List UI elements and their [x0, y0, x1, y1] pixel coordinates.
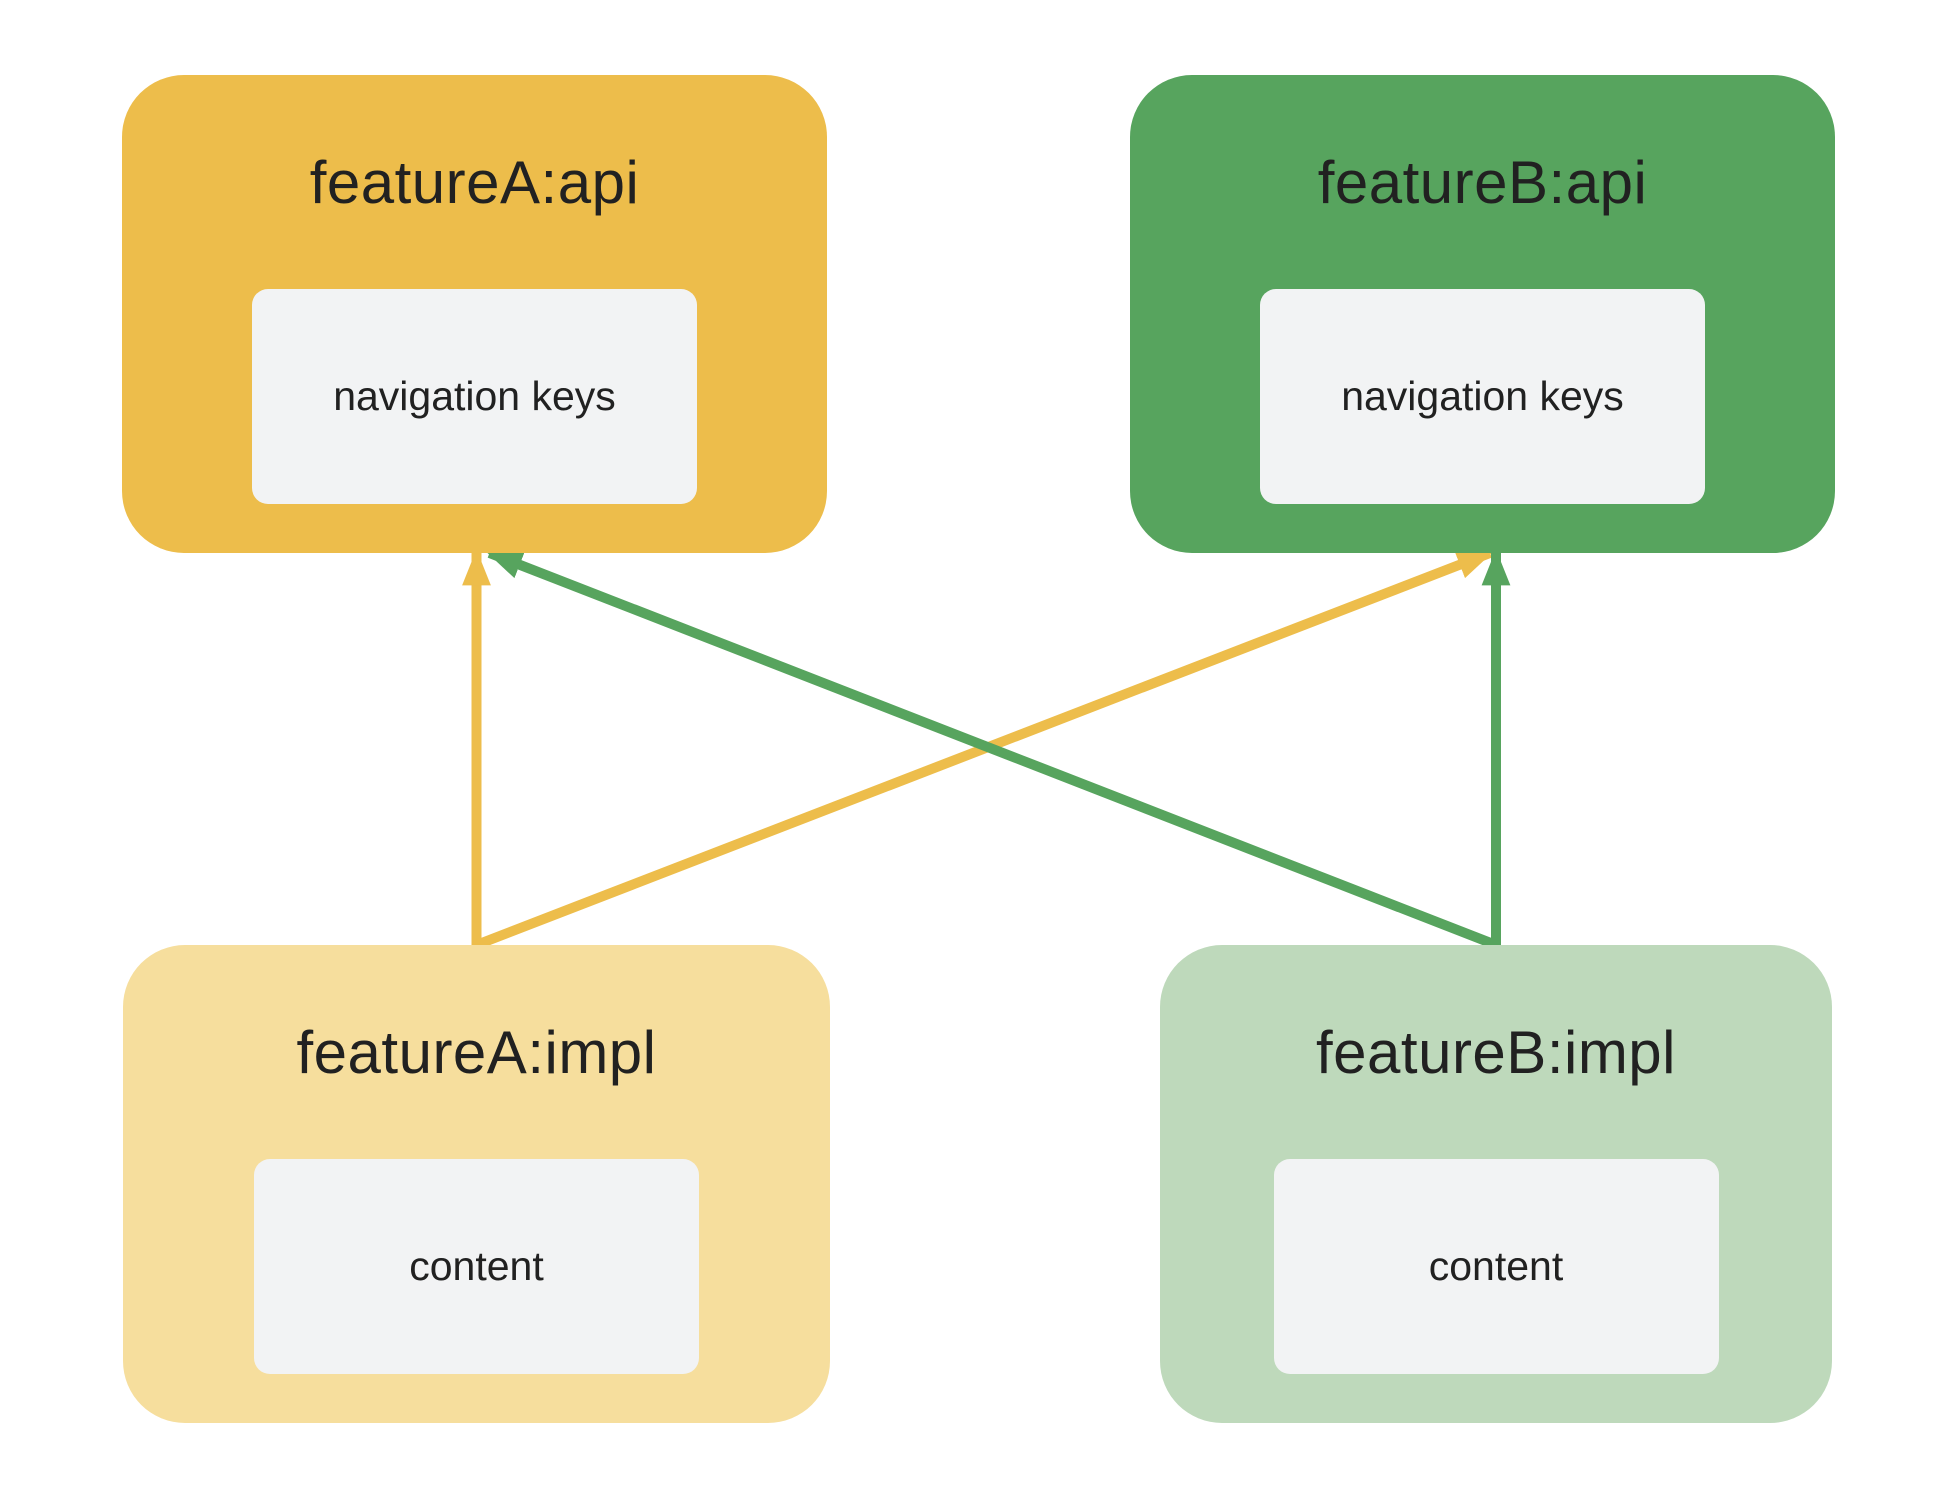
node-title-featureA-impl: featureA:impl: [296, 1018, 657, 1086]
node-title-featureB-api: featureB:api: [1317, 148, 1648, 216]
dependency-arrow-featureB-impl-to-featureA-api: [486, 548, 1498, 950]
node-featureA-api: featureA:api navigation keys: [122, 75, 827, 553]
inner-box-featureB-impl: content: [1273, 1159, 1719, 1374]
dependency-arrow-featureA-impl-to-featureB-api: [474, 548, 1494, 950]
inner-box-featureB-api: navigation keys: [1260, 289, 1705, 504]
node-featureB-api: featureB:api navigation keys: [1130, 75, 1835, 553]
inner-box-featureA-impl: content: [254, 1159, 699, 1374]
inner-label-navigation-keys: navigation keys: [1341, 373, 1624, 419]
node-featureA-impl: featureA:impl content: [123, 945, 830, 1423]
inner-label-content: content: [1428, 1243, 1564, 1289]
inner-box-featureA-api: navigation keys: [252, 289, 697, 504]
node-title-featureB-impl: featureB:impl: [1316, 1018, 1676, 1086]
node-featureB-impl: featureB:impl content: [1160, 945, 1832, 1423]
inner-label-content: content: [409, 1243, 544, 1289]
node-title-featureA-api: featureA:api: [309, 148, 640, 216]
inner-label-navigation-keys: navigation keys: [333, 373, 616, 419]
